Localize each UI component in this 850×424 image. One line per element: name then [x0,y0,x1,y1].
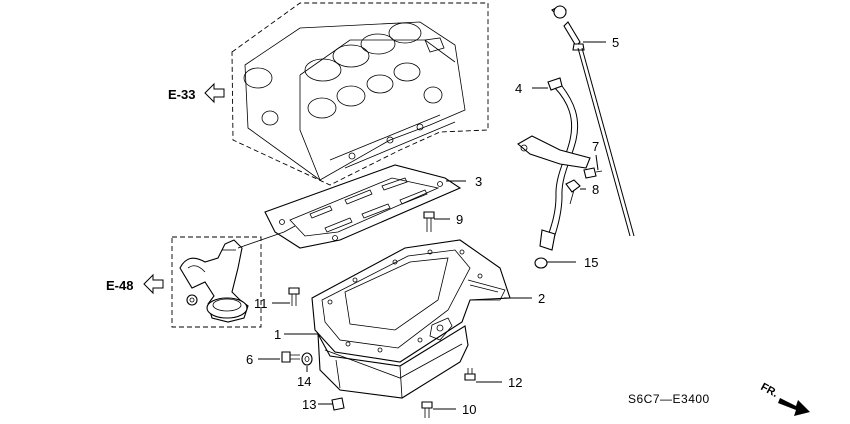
callout-5: 5 [612,35,619,50]
bolt-10 [421,401,433,418]
callout-labels: 3 5 4 7 8 9 15 2 1 11 6 14 13 12 10 [246,35,619,417]
o-ring-15 [534,257,548,269]
reference-label-e33: E-33 [168,87,195,102]
callout-1: 1 [274,327,281,342]
callout-13: 13 [302,397,316,412]
callout-11: 11 [254,296,268,311]
callout-12: 12 [508,375,522,390]
callout-4: 4 [515,81,522,96]
front-arrow-icon [778,398,810,416]
reference-label-e48: E-48 [106,278,133,293]
callout-15: 15 [584,255,598,270]
bolt-9 [423,211,435,232]
front-direction-indicator: FR. [759,381,810,416]
engine-block-outline [231,2,489,186]
diagram-code: S6C7—E3400 [628,392,710,406]
oil-pan-assembly [311,239,511,399]
callout-3: 3 [475,174,482,189]
callout-7: 7 [592,139,599,154]
oil-pan-gasket [264,164,462,249]
reference-arrow-engine-block[interactable]: E-33 [168,82,225,104]
drain-plug-13 [331,397,345,411]
dipstick [551,5,635,237]
callout-10: 10 [462,402,476,417]
bolt-7 [583,167,603,179]
bolt-11 [288,287,300,306]
leader-lines [258,41,606,410]
bolt-6 [281,351,300,363]
callout-2: 2 [538,291,545,306]
bolt-8 [565,179,581,205]
callout-9: 9 [456,212,463,227]
reference-arrow-oil-strainer[interactable]: E-48 [106,273,164,295]
callout-14: 14 [297,374,311,389]
washer-14 [301,352,313,366]
oil-strainer-box [171,225,296,328]
dipstick-guide-pipe [517,77,591,251]
callout-6: 6 [246,352,253,367]
front-label: FR. [759,381,780,400]
callout-8: 8 [592,182,599,197]
bolt-12 [464,368,476,381]
